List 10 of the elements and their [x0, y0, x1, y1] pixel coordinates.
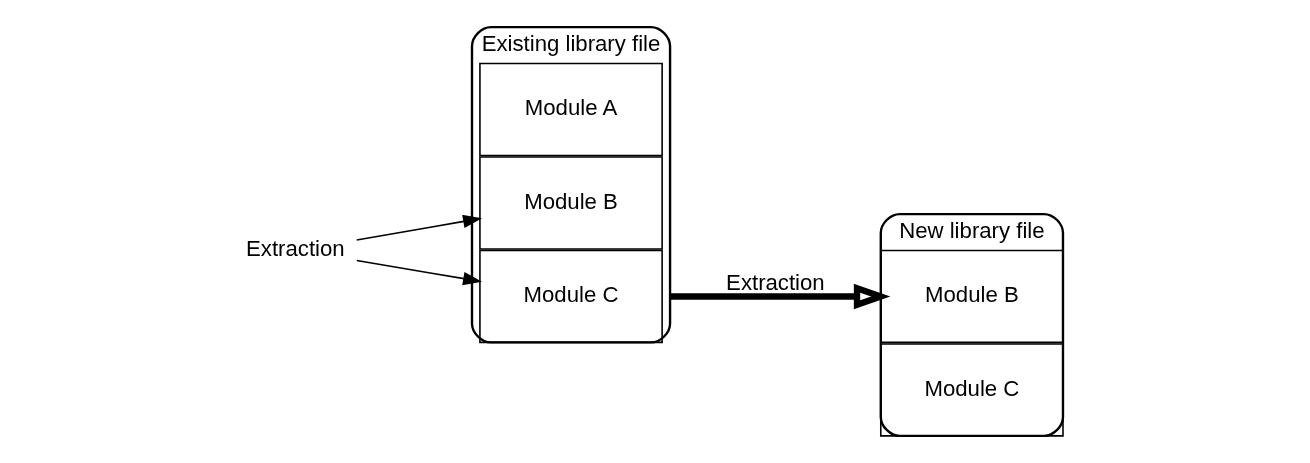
edge-label: Extraction: [726, 270, 825, 296]
node-box: Module B: [880, 249, 1064, 344]
arrow: [355, 259, 483, 286]
node-box: Module C: [880, 343, 1064, 437]
node-box: Module B: [479, 156, 663, 250]
node-text: Extraction: [246, 236, 345, 262]
node-box: Module C: [479, 249, 663, 344]
arrow: [355, 214, 483, 241]
node-box: Module A: [479, 62, 663, 157]
arrow: [670, 283, 891, 310]
